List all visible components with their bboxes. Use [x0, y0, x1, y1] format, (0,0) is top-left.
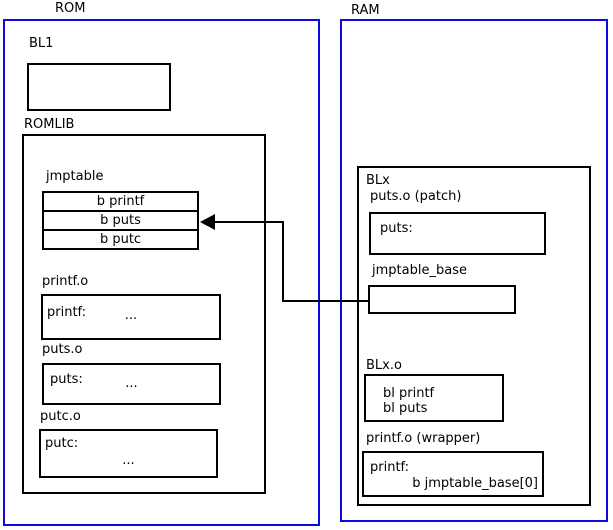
- puts-o-label: puts.o: [42, 342, 83, 357]
- jmptable-base-label: jmptable_base: [372, 263, 467, 278]
- jmptable-label: jmptable: [46, 169, 104, 184]
- printf-wrapper-branch: b jmptable_base[0]: [412, 476, 538, 491]
- bl1-label: BL1: [29, 36, 54, 51]
- printf-code-ellipsis: ...: [124, 308, 138, 323]
- puts-patch-label: puts.o (patch): [370, 189, 462, 204]
- blx-o-line-bl-printf: bl printf: [383, 386, 435, 401]
- putc-o-label: putc.o: [40, 409, 81, 424]
- jmptable-base-box: [368, 285, 516, 314]
- bl1-box: [27, 63, 171, 111]
- puts-symbol: puts:: [50, 372, 83, 387]
- blx-o-box: bl printf bl puts: [364, 374, 504, 422]
- rom-title: ROM: [55, 1, 86, 16]
- jmptable-entry-putc: b putc: [42, 229, 199, 250]
- printf-o-box: printf: ...: [41, 294, 221, 340]
- printf-symbol: printf:: [47, 305, 87, 320]
- puts-o-box: puts: ...: [42, 363, 221, 405]
- printf-wrapper-box: printf: b jmptable_base[0]: [362, 451, 544, 497]
- blx-o-line-bl-puts: bl puts: [383, 401, 428, 416]
- puts-code-ellipsis: ...: [125, 376, 138, 391]
- jmptable-entry-printf: b printf: [42, 191, 199, 212]
- puts-patch-box: puts:: [369, 212, 546, 255]
- printf-o-label: printf.o: [42, 274, 89, 289]
- romlib-label: ROMLIB: [24, 117, 75, 132]
- puts-patch-symbol: puts:: [380, 221, 413, 236]
- printf-wrapper-label: printf.o (wrapper): [366, 431, 481, 446]
- jmptable-entry-puts: b puts: [42, 210, 199, 231]
- ram-title: RAM: [351, 3, 380, 18]
- blx-o-label: BLx.o: [366, 358, 402, 373]
- jmptable: b printf b puts b putc: [42, 191, 199, 250]
- blx-label: BLx: [366, 173, 390, 188]
- printf-wrapper-symbol: printf:: [370, 460, 410, 475]
- putc-code-ellipsis: ...: [122, 453, 135, 468]
- putc-o-box: putc: ...: [39, 429, 218, 478]
- putc-symbol: putc:: [45, 436, 79, 451]
